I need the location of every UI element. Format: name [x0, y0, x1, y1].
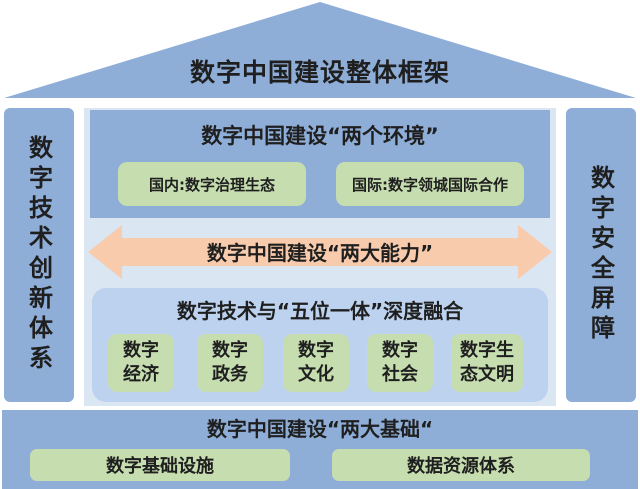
capabilities-label: 数字中国建设“两大能力” — [206, 240, 434, 265]
international-environment-box: 国际:数字领城国际合作 — [336, 162, 524, 206]
digital-economy-box: 数字 经济 — [108, 334, 174, 392]
security-barrier-pillar: 数字安全屏障 — [566, 108, 636, 402]
capabilities-double-arrow — [88, 225, 552, 279]
domestic-environment-box: 国内:数字治理生态 — [118, 162, 306, 206]
environments-title: 数字中国建设“两个环境” — [201, 124, 439, 148]
digital-ecology-box: 数字生 态文明 — [451, 334, 523, 392]
framework-title: 数字中国建设整体框架 — [189, 58, 450, 87]
digital-culture-box: 数字 文化 — [283, 334, 349, 392]
foundations-title: 数字中国建设“两大基础“ — [206, 416, 434, 441]
digital-infrastructure-box: 数字基础设施 — [30, 449, 290, 481]
roof-shape — [4, 2, 636, 98]
digital-government-box: 数字 政务 — [197, 334, 263, 392]
technology-innovation-pillar: 数字技术创新体系 — [4, 108, 74, 402]
data-resource-system-box: 数据资源体系 — [332, 449, 590, 481]
fusion-title: 数字技术与“五位一体”深度融合 — [176, 298, 464, 323]
digital-society-box: 数字 社会 — [367, 334, 433, 392]
